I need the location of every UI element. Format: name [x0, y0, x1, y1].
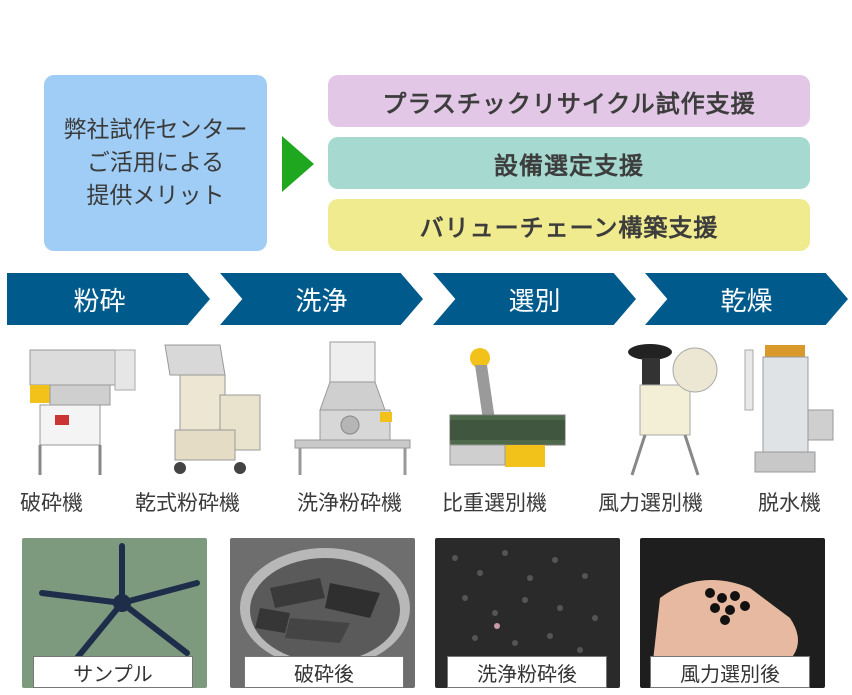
step-label: 洗浄: [295, 286, 348, 317]
machine-label-gravity-separator: 比重選別機: [442, 491, 547, 515]
right-arrow-icon: [282, 136, 314, 192]
step-label: 乾燥: [720, 286, 773, 317]
merit-box: 弊社試作センター ご活用による 提供メリット: [44, 75, 267, 251]
wash-grinder-image: [294, 341, 411, 475]
step-label: 選別: [508, 286, 561, 317]
sample-label: サンプル: [33, 656, 193, 688]
merit-line-3: 提供メリット: [86, 182, 225, 209]
wind-separated-label: 風力選別後: [650, 656, 810, 688]
step-label: 粉砕: [73, 286, 126, 317]
merit-line-1: 弊社試作センター: [63, 116, 248, 143]
support-equipment-selection: 設備選定支援: [328, 137, 810, 189]
step-washing: 洗浄: [220, 273, 423, 325]
step-crushing: 粉砕: [7, 273, 210, 325]
crusher-image: [29, 349, 136, 475]
washed-ground-label: 洗浄粉砕後: [447, 656, 607, 688]
machine-label-dehydrator: 脱水機: [758, 491, 821, 515]
merit-line-2: ご活用による: [86, 149, 225, 176]
crushed-label: 破砕後: [244, 656, 404, 688]
gravity-separator-image: [449, 348, 566, 467]
support-value-chain: バリューチェーン構築支援: [328, 199, 810, 251]
machine-label-wash-grinder: 洗浄粉砕機: [297, 491, 402, 515]
machine-label-wind-separator: 風力選別機: [598, 491, 703, 515]
step-drying: 乾燥: [645, 273, 848, 325]
machine-label-dry-grinder: 乾式粉砕機: [135, 491, 240, 515]
machine-label-crusher: 破砕機: [20, 491, 83, 515]
dehydrator-image: [744, 345, 834, 473]
step-sorting: 選別: [433, 273, 636, 325]
wind-separator-image: [628, 344, 718, 476]
dry-grinder-image: [164, 344, 261, 474]
support-plastic-recycle: プラスチックリサイクル試作支援: [328, 75, 810, 127]
